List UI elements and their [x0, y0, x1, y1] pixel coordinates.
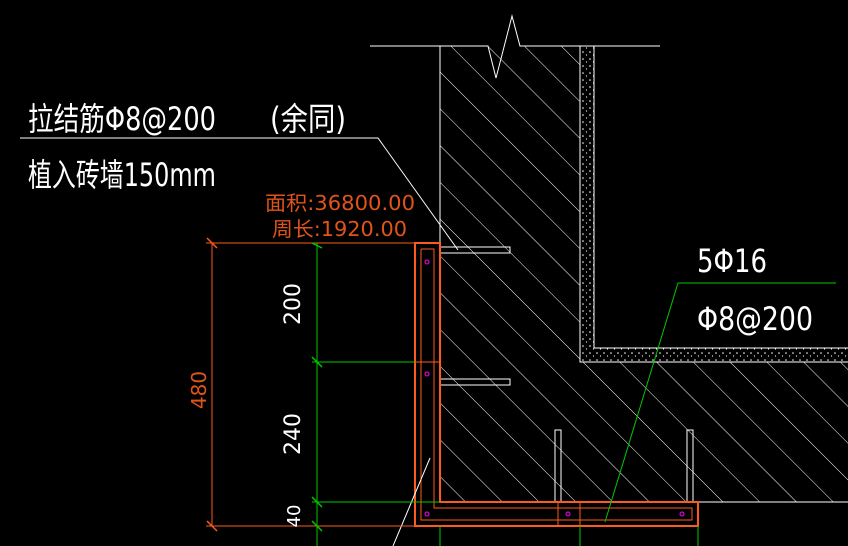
perimeter-label: 周长:1920.00	[272, 217, 407, 241]
tie-bar-note-line2: 植入砖墙150mm	[28, 156, 216, 194]
dimension-total-height: 480	[187, 371, 211, 409]
dimension-segment-upper: 200	[281, 283, 306, 325]
rebar-stirrup-label: Φ8@200	[697, 300, 813, 338]
tie-bar-note-line1: 拉结筋Φ8@200	[28, 100, 216, 138]
rebar-main-label: 5Φ16	[697, 242, 767, 280]
rebar-leader	[604, 282, 836, 523]
node-markers	[424, 259, 685, 517]
tie-bar-note-suffix: (余同)	[270, 100, 346, 138]
tie-bar-leader	[20, 137, 459, 251]
dimension-segment-middle: 240	[281, 413, 306, 455]
wall-section-hatch	[439, 46, 848, 503]
area-label: 面积:36800.00	[265, 191, 415, 215]
plaster-layer	[580, 46, 848, 362]
dimension-lines	[206, 237, 699, 546]
dimension-segment-lower: 40	[284, 505, 305, 528]
